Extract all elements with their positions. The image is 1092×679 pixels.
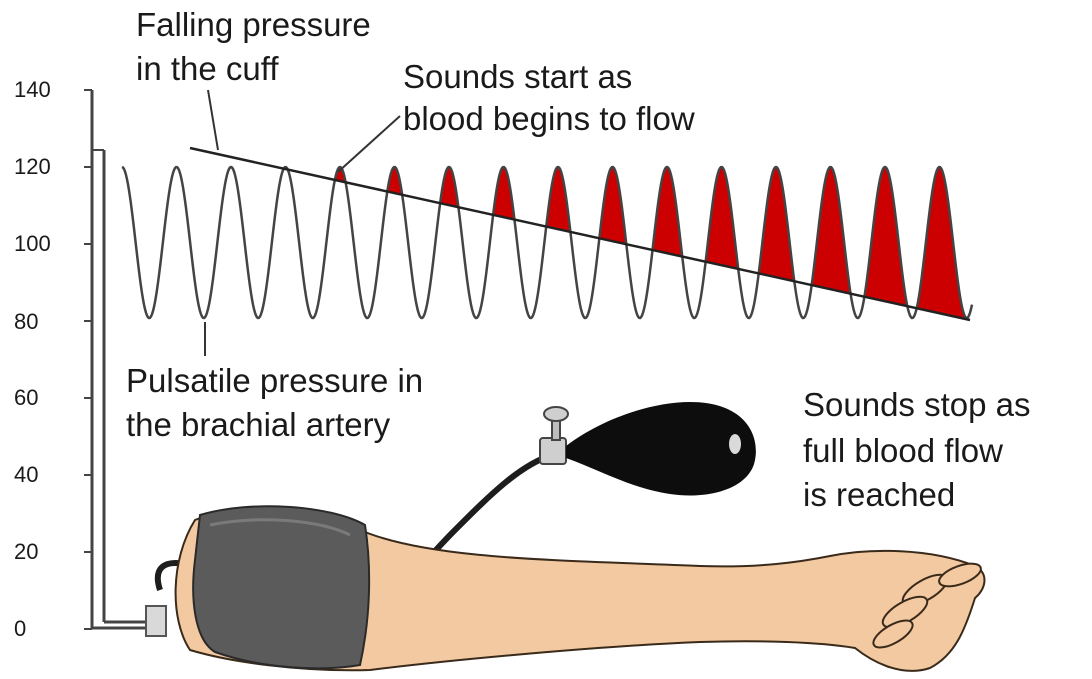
label-sounds-start-1: Sounds start as xyxy=(403,58,632,96)
scale-tick-100: 100 xyxy=(14,232,74,256)
label-sounds-start-2: blood begins to flow xyxy=(403,100,695,138)
scale-tick-60: 60 xyxy=(14,386,74,410)
inflation-bulb-icon xyxy=(540,402,756,496)
scale-tick-120: 120 xyxy=(14,155,74,179)
scale-tick-80: 80 xyxy=(14,310,74,334)
scale-tick-40: 40 xyxy=(14,463,74,487)
label-sounds-stop-1: Sounds stop as xyxy=(803,386,1031,424)
arterial-pressure-wave xyxy=(122,167,972,318)
cuff-pressure-line xyxy=(190,148,970,320)
leader-sounds-start xyxy=(338,116,400,172)
scale-tick-20: 20 xyxy=(14,540,74,564)
scale-tick-140: 140 xyxy=(14,78,74,102)
scale-tick-0: 0 xyxy=(14,617,74,641)
label-sounds-stop-3: is reached xyxy=(803,476,955,514)
leader-falling-pressure xyxy=(208,90,218,150)
label-falling-pressure-1: Falling pressure xyxy=(136,6,371,44)
label-sounds-stop-2: full blood flow xyxy=(803,432,1003,470)
label-falling-pressure-2: in the cuff xyxy=(136,50,279,88)
label-pulsatile-1: Pulsatile pressure in xyxy=(126,362,423,400)
manometer-icon xyxy=(92,90,148,628)
tube-connector-icon xyxy=(146,606,166,636)
label-pulsatile-2: the brachial artery xyxy=(126,406,390,444)
